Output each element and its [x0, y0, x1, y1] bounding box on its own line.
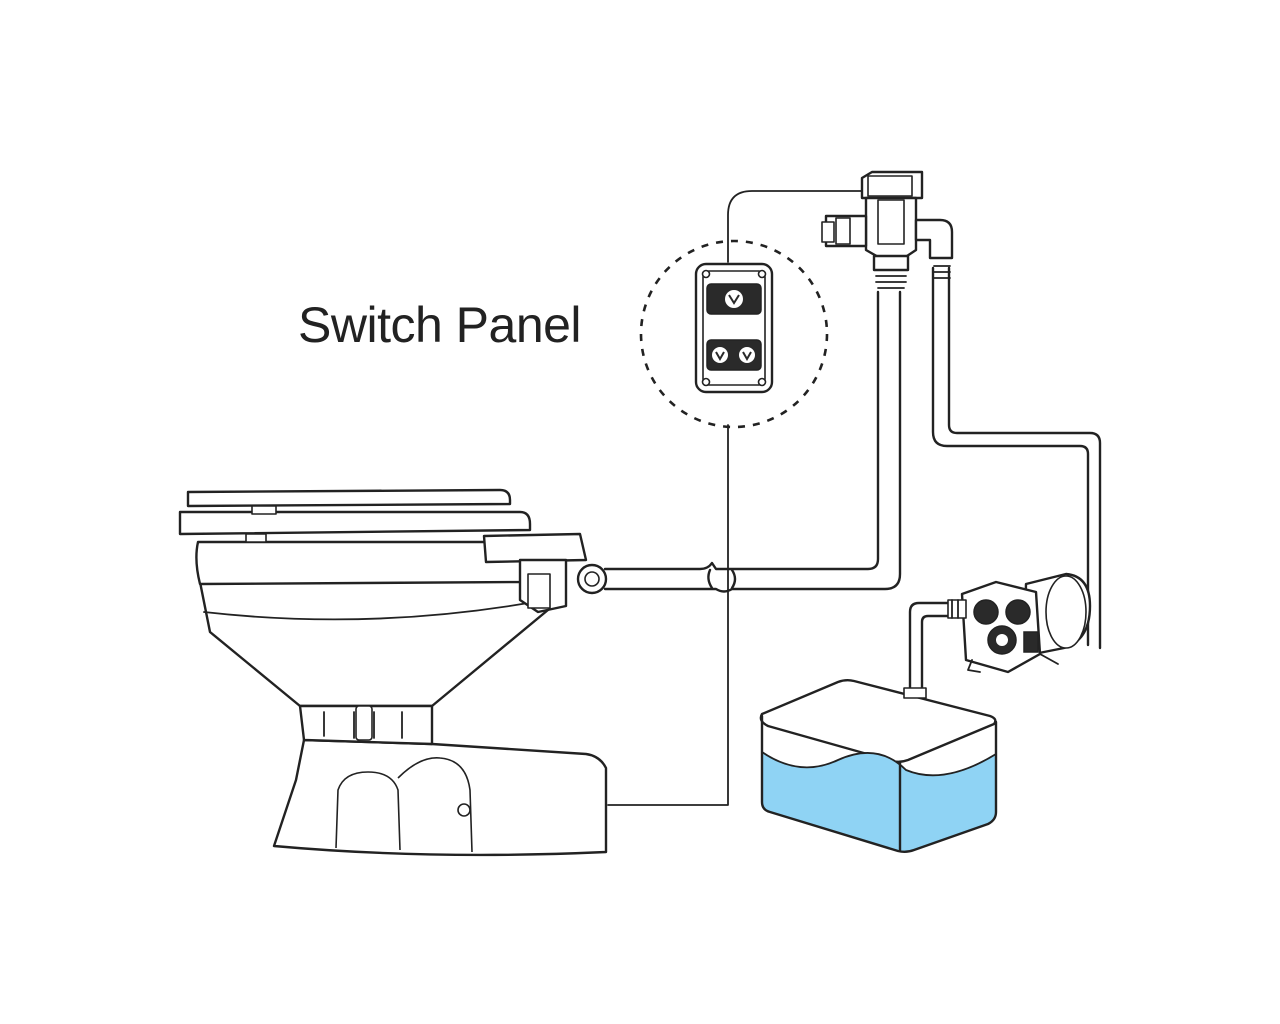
switch-panel-label: Switch Panel [298, 297, 582, 353]
water-supply-hose [603, 290, 902, 593]
solenoid-valve-icon [821, 170, 954, 289]
marine-electric-toilet-icon [178, 488, 608, 857]
pump-to-valve-hose [931, 266, 1102, 650]
tank-to-pump-hose [908, 601, 952, 692]
switch-panel-icon [694, 262, 774, 394]
switch-panel-callout [639, 239, 829, 429]
control-wire [607, 190, 863, 806]
callout-circle [639, 239, 829, 429]
water-tank-icon [759, 679, 998, 853]
diaphragm-water-pump-icon [947, 572, 1092, 674]
